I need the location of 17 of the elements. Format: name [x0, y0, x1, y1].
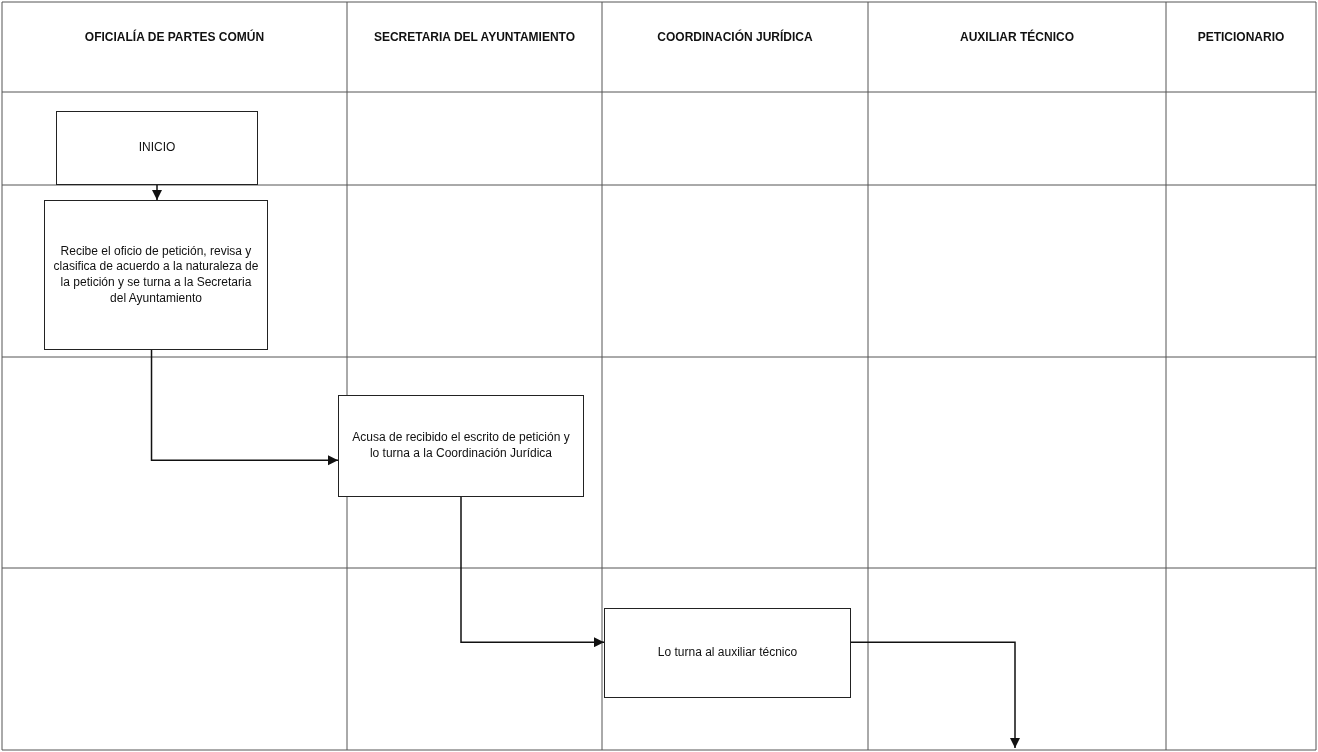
process-box [56, 111, 258, 185]
step-text: Lo turna al auxiliar técnico [657, 645, 798, 661]
step-text: Recibe el oficio de petición, revisa y clasifica de acuerdo a la naturaleza de la petición y se turna a la Secretaria del Ayuntamiento [53, 243, 259, 307]
process-box [338, 395, 584, 497]
process-box [604, 608, 851, 698]
column-header: OFICIALÍA DE PARTES COMÚN [83, 28, 266, 46]
step-text: Acusa de recibido el escrito de petición y lo turna a la Coordinación Jurídica [351, 430, 571, 462]
process-box [44, 200, 268, 350]
arrow [151, 184, 163, 201]
column-header: COORDINACIÓN JURÍDICA [656, 28, 814, 46]
column-header: PETICIONARIO [1196, 29, 1286, 46]
arrow [850, 641, 1021, 749]
column-header: SECRETARIA DEL AYUNTAMIENTO [372, 29, 577, 46]
step-text: INICIO [138, 140, 176, 156]
column-header: AUXILIAR TÉCNICO [959, 28, 1075, 46]
arrow [460, 496, 605, 648]
arrow [150, 349, 339, 466]
